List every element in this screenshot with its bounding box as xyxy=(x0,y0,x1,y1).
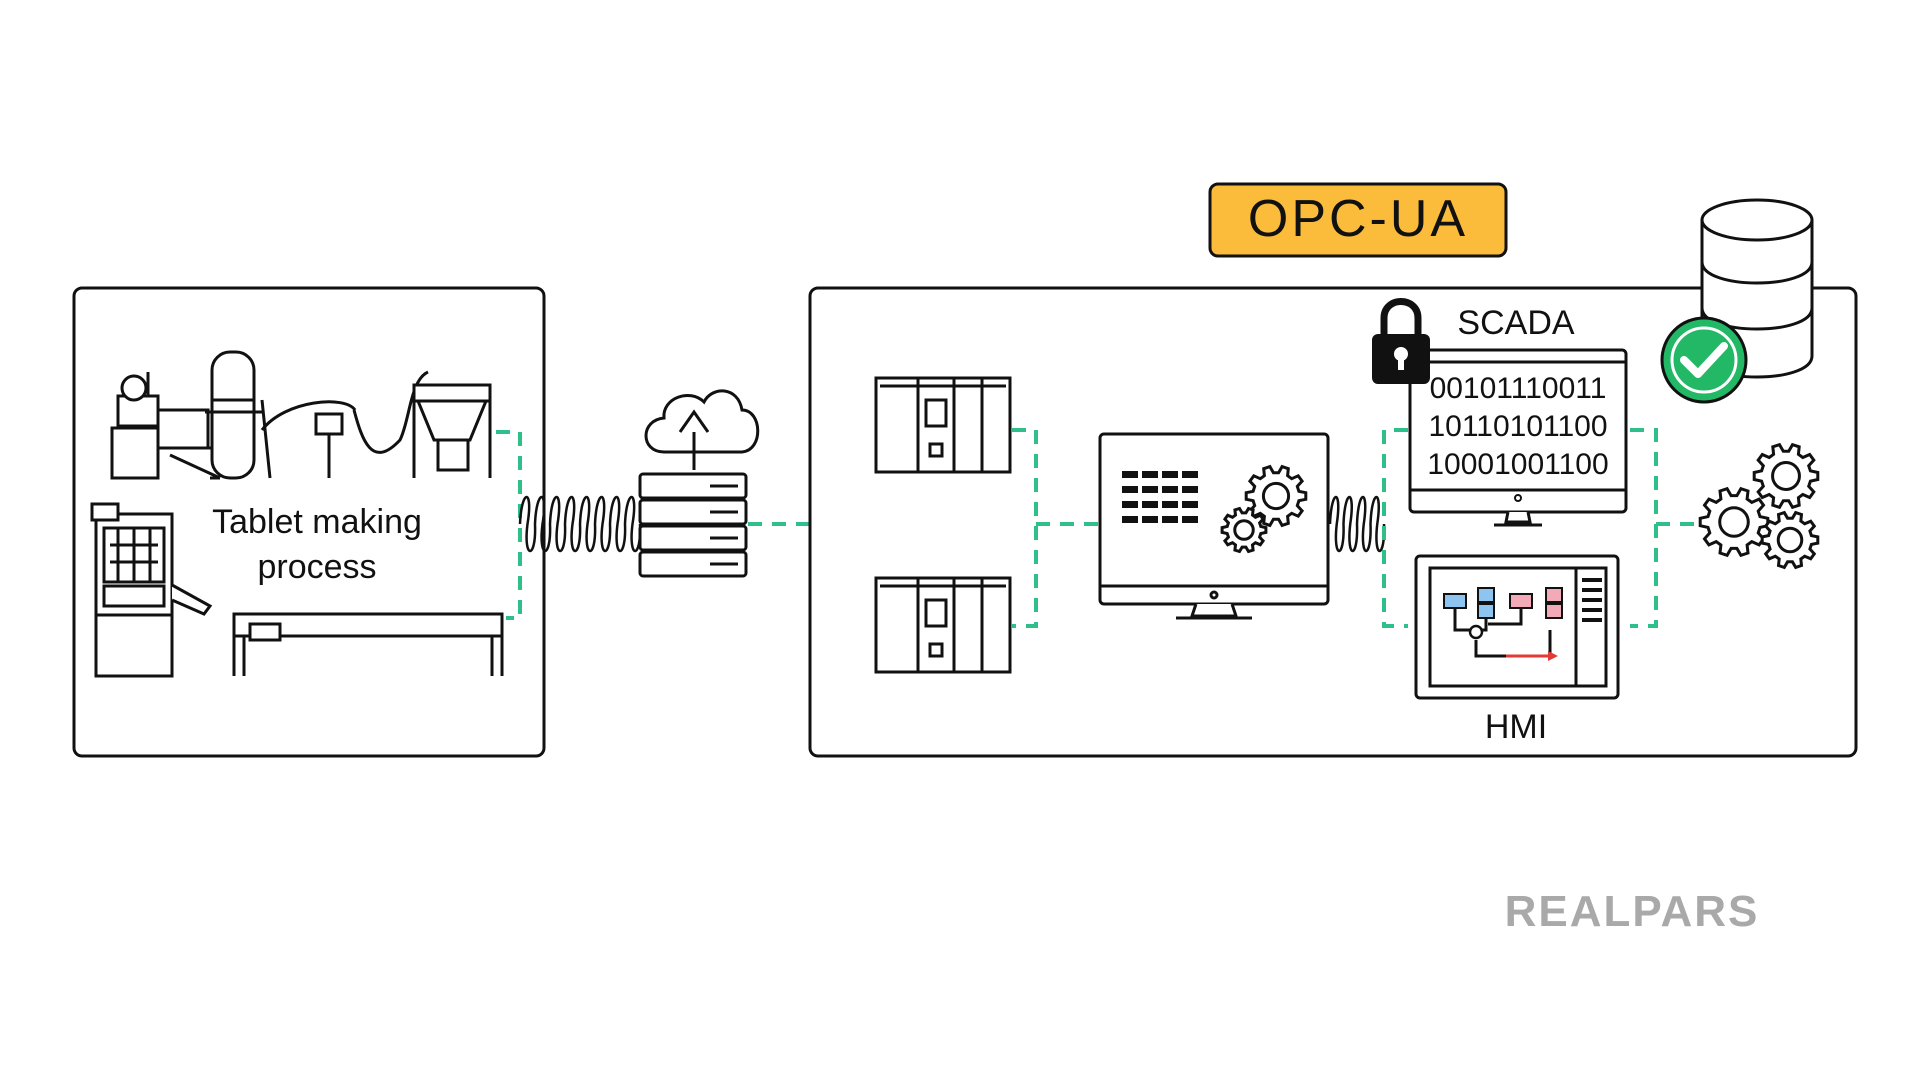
scada-binary-row-1: 00101110011 xyxy=(1430,372,1607,405)
signal-coil-right xyxy=(1328,495,1386,553)
cloud-server-stack xyxy=(638,389,760,578)
plc-link xyxy=(1012,428,1100,628)
gear-icon xyxy=(1698,442,1820,570)
gear-hub xyxy=(1718,506,1750,538)
cloud-upload-icon xyxy=(644,389,760,470)
gear-hub xyxy=(1771,461,1801,491)
process-label-line1: Tablet making xyxy=(212,503,422,541)
process-label-line2: process xyxy=(257,548,376,586)
hmi-panel xyxy=(1414,554,1620,700)
hmi-label: HMI xyxy=(1485,708,1547,746)
scada-binary-row-3: 10001001100 xyxy=(1427,448,1608,481)
scada-label: SCADA xyxy=(1457,304,1574,342)
opc-ua-badge-label: OPC-UA xyxy=(1248,190,1468,248)
scada-hmi-link xyxy=(1382,428,1700,628)
realpars-logo: REALPARS xyxy=(1505,887,1760,936)
scada-monitor: 00101110011 10110101100 10001001100 xyxy=(1408,348,1628,527)
gear-hub xyxy=(1776,526,1804,554)
plc-rack-bottom xyxy=(874,576,1012,674)
scada-binary-row-2: 10110101100 xyxy=(1428,410,1607,443)
gear-icon xyxy=(1220,464,1308,554)
opc-ua-badge: OPC-UA xyxy=(1208,182,1508,258)
plc-rack-top xyxy=(874,376,1012,474)
factory-equipment-illustration xyxy=(90,350,504,678)
gear-hub xyxy=(1261,481,1291,511)
factory-link xyxy=(496,430,522,620)
process-label: Tablet making process xyxy=(212,503,422,586)
lock-icon xyxy=(1372,298,1430,384)
gear-hub xyxy=(1233,519,1255,541)
signal-coil-left xyxy=(518,495,642,553)
controller-monitor xyxy=(1098,432,1330,620)
check-icon xyxy=(1660,316,1748,404)
